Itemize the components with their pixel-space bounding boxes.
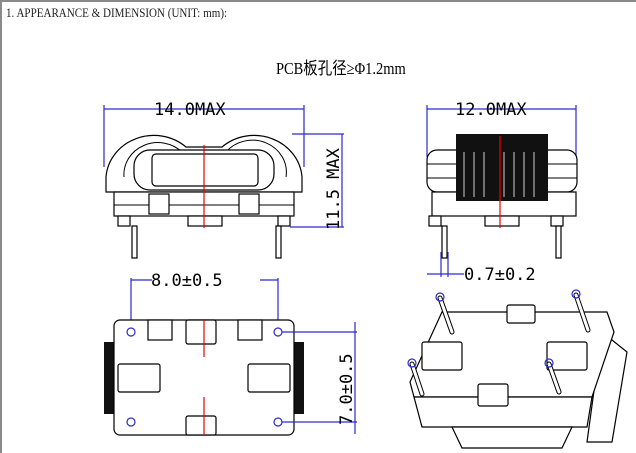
pin-spacing-x-label: 8.0±0.5: [151, 271, 223, 291]
front-view: 14.0MAX 11.5 MAX: [103, 100, 344, 259]
isometric-view: [407, 289, 628, 449]
section-heading: 1. APPEARANCE & DIMENSION (UNIT: mm):: [6, 5, 228, 20]
side-view: 12.0MAX 0.7±0.2: [426, 100, 578, 285]
pcb-hole-note: PCB板孔径≥Φ1.2mm: [276, 59, 406, 78]
pin-diameter-label: 0.7±0.2: [464, 265, 536, 285]
pin-spacing-y-label: 7.0±0.5: [337, 353, 357, 425]
bottom-view: 8.0±0.5 7.0±0.5: [104, 271, 357, 436]
front-width-label: 14.0MAX: [154, 100, 226, 120]
side-width-label: 12.0MAX: [455, 100, 527, 120]
height-label: 11.5 MAX: [324, 147, 344, 230]
